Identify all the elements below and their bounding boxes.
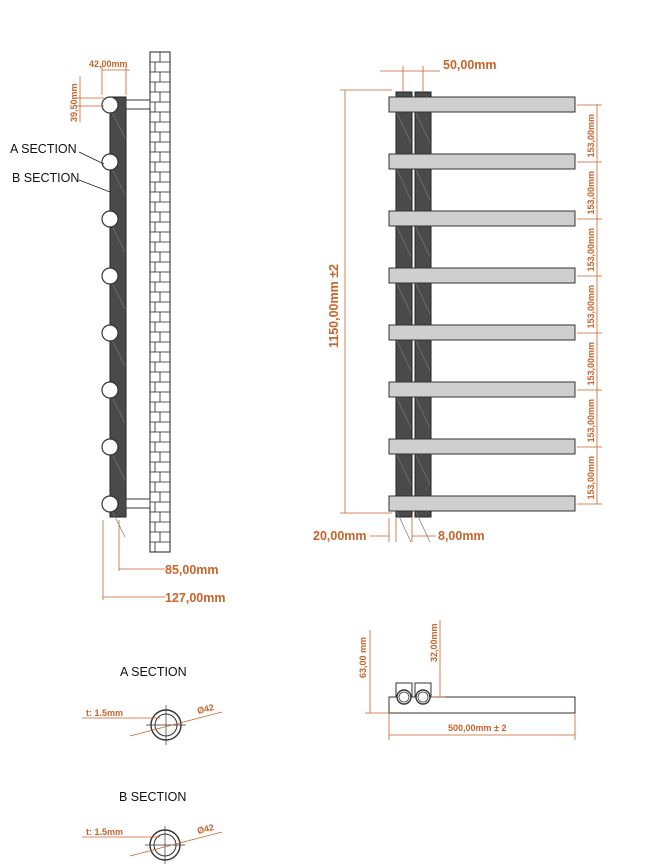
side-bar-circle (101, 210, 119, 228)
wall-bracket-bottom (125, 498, 151, 509)
front-view: 50,00mm 1150,00mm ±2 153,00mm153,00mm153… (313, 58, 602, 543)
side-bar-circle (101, 324, 119, 342)
spacing-dimensions: 153,00mm 153,00mm 153,00mm 153,00mm 153,00mm… (577, 104, 602, 505)
label-a-section: A SECTION (10, 142, 77, 156)
section-a-thickness: t: 1.5mm (86, 708, 123, 718)
side-bar-circle (101, 96, 119, 114)
side-bar-circle (101, 153, 119, 171)
front-bar (388, 96, 576, 113)
section-a: A SECTION t: 1.5mm Ø42 (82, 665, 223, 745)
dim-total-height: 1150,00mm ±2 (327, 264, 341, 348)
section-a-title: A SECTION (120, 665, 187, 679)
dim-height-32: 32,00mm (429, 623, 439, 662)
top-view-bar (388, 696, 576, 714)
front-bar (388, 495, 576, 512)
front-bar (388, 267, 576, 284)
side-bar-circle (101, 495, 119, 513)
dim-bar-spacing: 153,00mm (586, 342, 596, 386)
bar-sections-side (101, 96, 119, 513)
top-view: 63,00 mm 32,00mm 500,00mm ± 2 (358, 620, 576, 740)
dim-bar-spacing: 153,00mm (586, 399, 596, 443)
dim-bar-offset: 39,50mm (69, 83, 79, 122)
section-b: B SECTION t: 1.5mm Ø42 (82, 790, 223, 864)
dim-column-width: 8,00mm (438, 529, 485, 543)
section-a-diameter: Ø42 (196, 702, 215, 716)
front-bars (388, 96, 576, 512)
dim-bar-spacing: 153,00mm (586, 114, 596, 158)
section-b-thickness: t: 1.5mm (86, 827, 123, 837)
side-bar-circle (101, 267, 119, 285)
front-bar (388, 438, 576, 455)
dim-side-width: 42,00mm (89, 59, 128, 69)
side-bar-circle (101, 381, 119, 399)
radiator-column-side (109, 96, 127, 518)
dim-top-width: 500,00mm ± 2 (448, 723, 506, 733)
section-b-title: B SECTION (119, 790, 186, 804)
section-b-diameter: Ø42 (196, 822, 215, 836)
dim-bar-spacing: 153,00mm (586, 171, 596, 215)
front-bar (388, 210, 576, 227)
dim-bar-spacing: 153,00mm (586, 456, 596, 500)
front-column-hatch (396, 112, 431, 543)
side-bar-circle (101, 438, 119, 456)
wall-bracket-top (125, 99, 151, 110)
dim-left-offset: 20,00mm (313, 529, 367, 543)
dim-depth-85: 85,00mm (165, 563, 219, 577)
front-bar (388, 381, 576, 398)
label-b-section: B SECTION (12, 171, 79, 185)
dim-bar-spacing: 153,00mm (586, 228, 596, 272)
front-bar (388, 153, 576, 170)
column-hatch (110, 109, 126, 538)
front-column-left (395, 91, 413, 518)
dim-height-63: 63,00 mm (358, 637, 368, 678)
dim-bar-spacing: 153,00mm (586, 285, 596, 329)
front-bar (388, 324, 576, 341)
side-view: 42,00mm 39,50mm A SECTION B SECTION 85,0… (10, 51, 225, 605)
dim-column-spacing: 50,00mm (443, 58, 497, 72)
dim-depth-127: 127,00mm (165, 591, 225, 605)
wall (149, 51, 171, 553)
